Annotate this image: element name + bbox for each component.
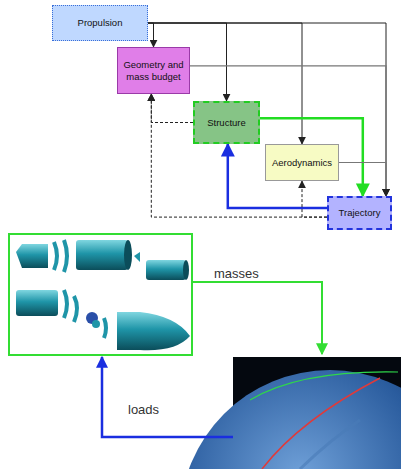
- connector: [260, 118, 363, 196]
- node-text: Aerodynamics: [268, 155, 336, 170]
- connector: [302, 181, 327, 217]
- node-text: Trajectory: [335, 205, 385, 220]
- node-text: Propulsion: [74, 15, 127, 30]
- aerodynamics-box: Aerodynamics: [265, 144, 339, 181]
- connector: [339, 163, 386, 197]
- node-text: Structure: [203, 115, 250, 130]
- loads-label: loads: [128, 402, 159, 417]
- propulsion-box: Propulsion: [52, 5, 148, 41]
- geometry-box: Geometry and mass budget: [117, 47, 190, 94]
- masses-arrow: [192, 282, 322, 354]
- connector: [148, 23, 154, 47]
- earth-image: [180, 357, 401, 469]
- trajectory-box: Trajectory: [327, 196, 392, 230]
- rocket-parts: [16, 240, 190, 350]
- node-text: Geometry and mass budget: [118, 57, 189, 84]
- masses-label: masses: [214, 266, 259, 281]
- loads-arrow: [102, 357, 233, 437]
- connector: [190, 66, 386, 196]
- structure-box: Structure: [193, 101, 260, 144]
- connector: [151, 94, 193, 123]
